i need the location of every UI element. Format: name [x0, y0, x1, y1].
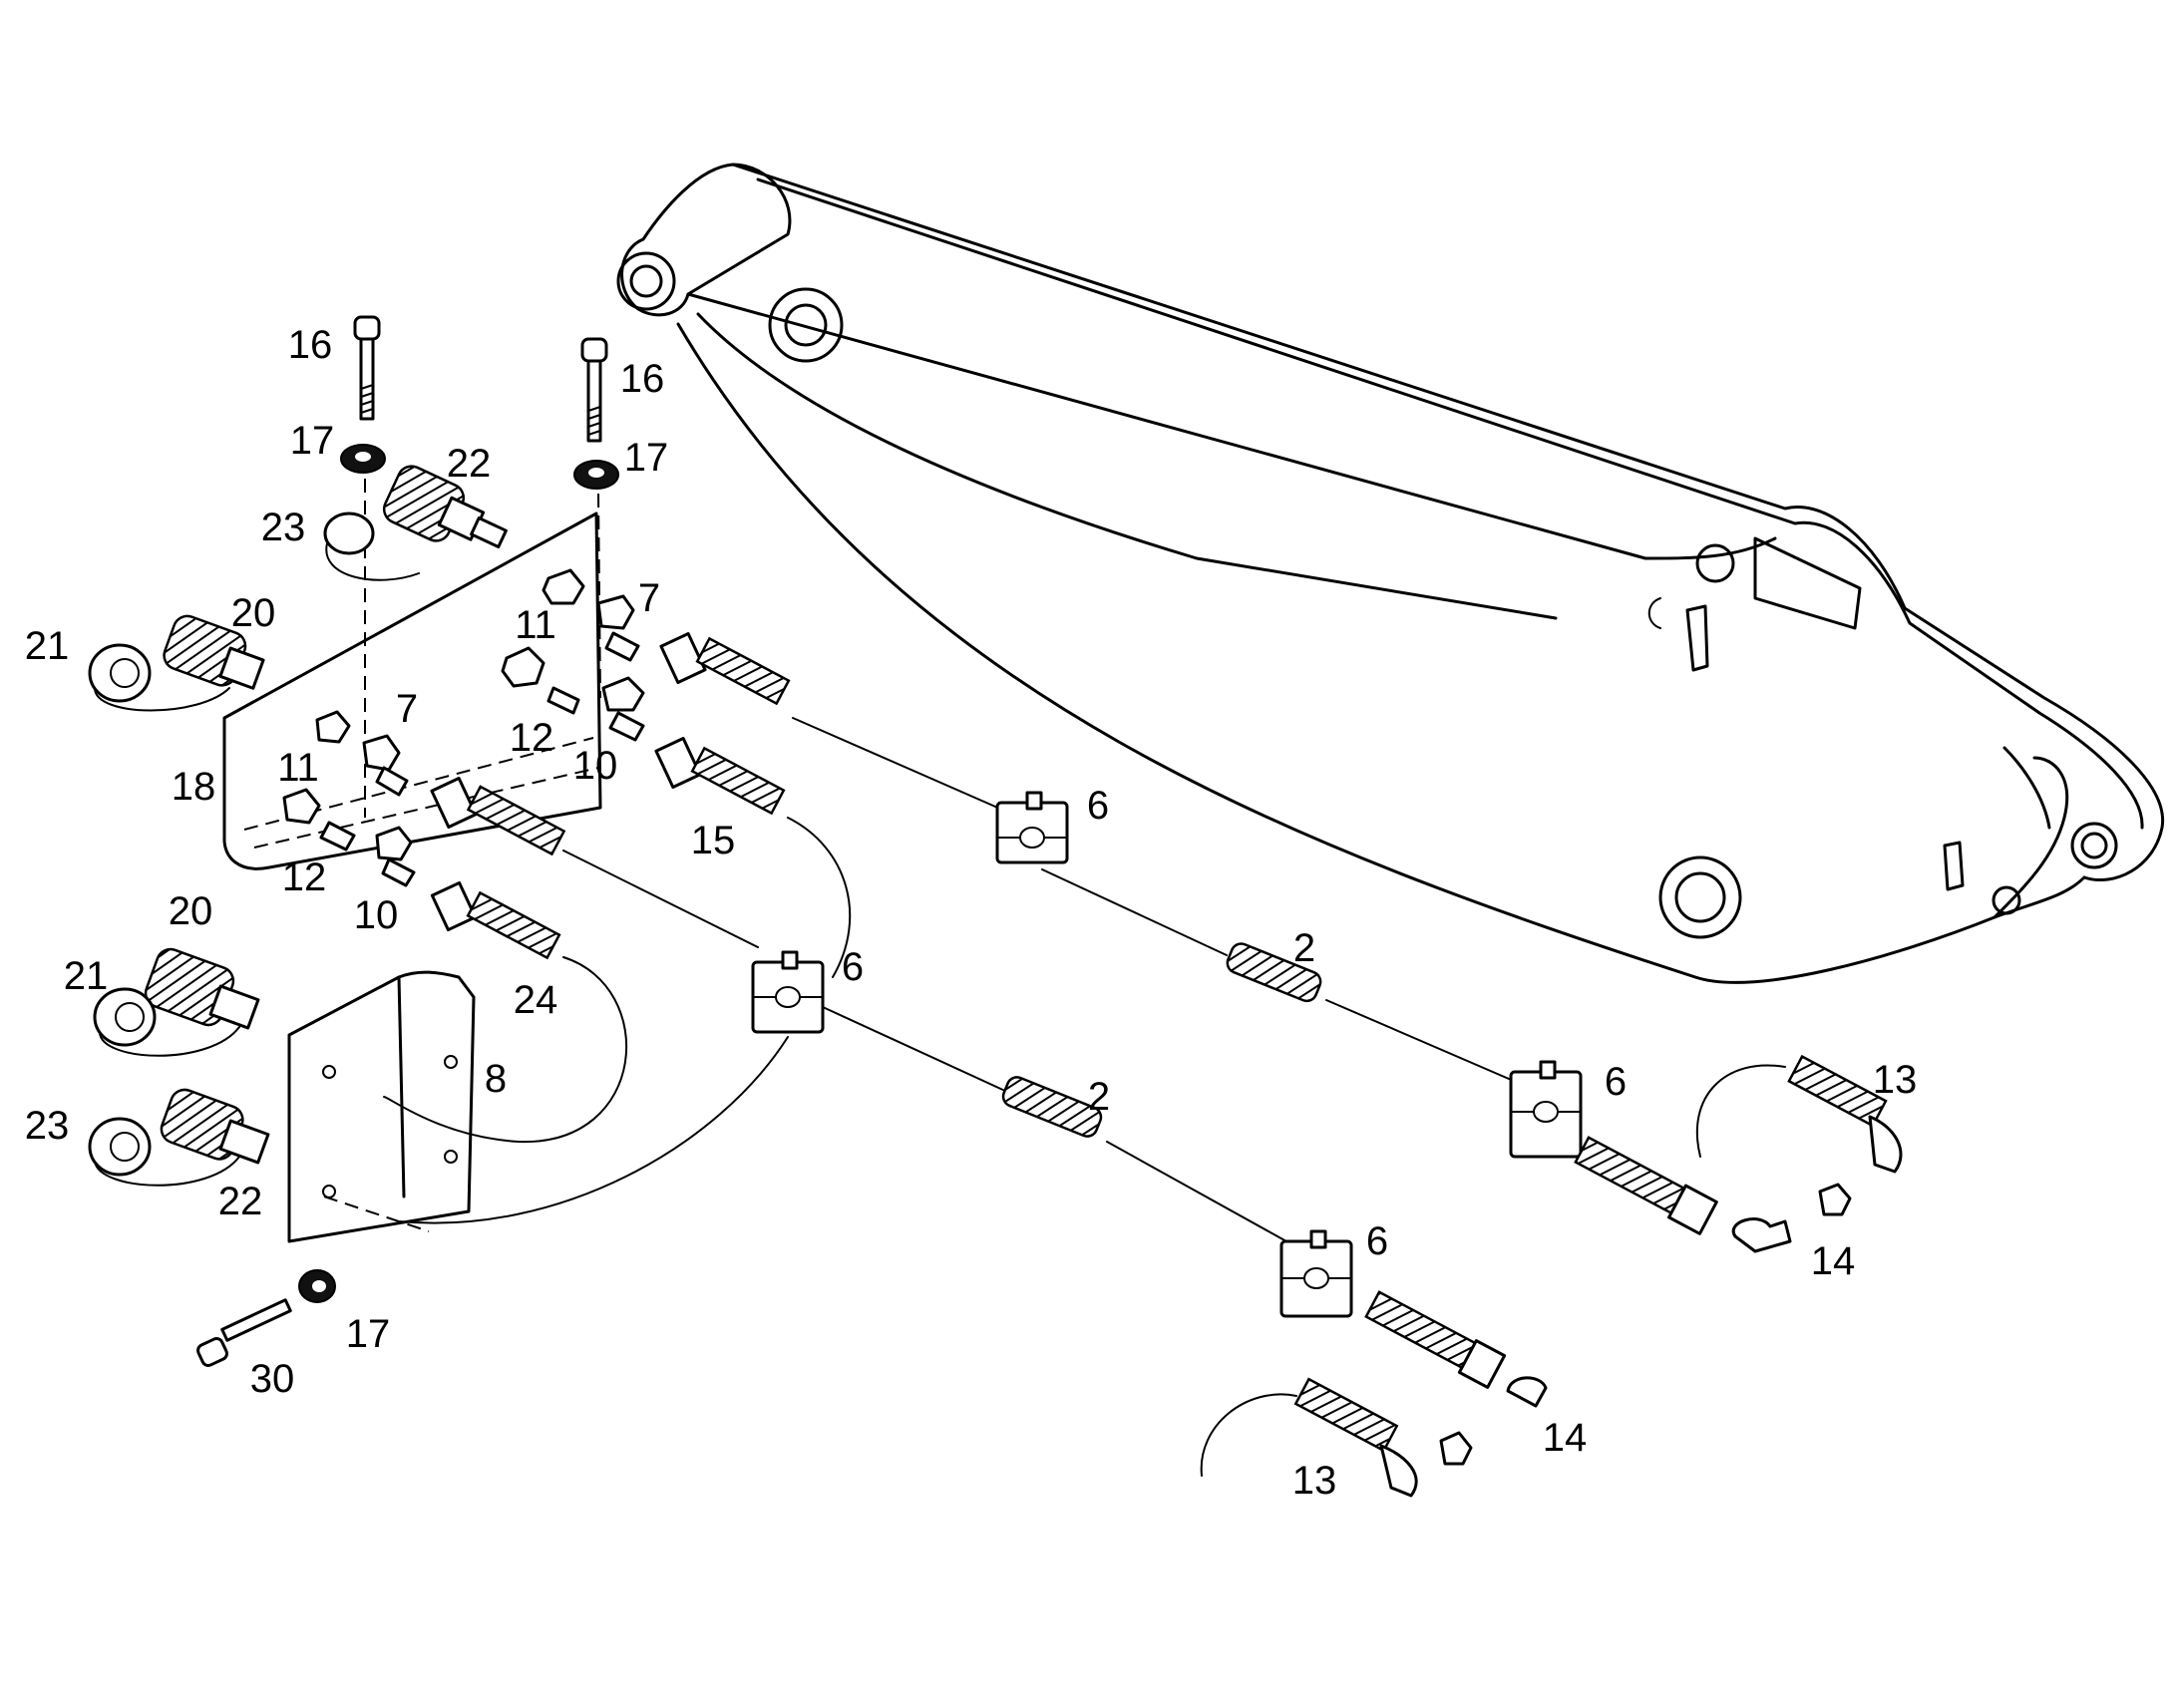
callout-label: 2	[1087, 1075, 1111, 1119]
callout-label: 13	[1872, 1058, 1918, 1102]
hose-sleeve	[1226, 942, 1322, 1003]
callout-label: 21	[24, 624, 70, 668]
bracket	[287, 970, 476, 1243]
callout-label: 24	[513, 978, 558, 1022]
bolt	[353, 315, 381, 421]
callout-label: 2	[1292, 926, 1316, 970]
callout-label: 6	[1604, 1060, 1628, 1104]
quick-coupler	[88, 1088, 270, 1187]
clamp	[1279, 1229, 1353, 1318]
callout-label: 6	[1365, 1219, 1389, 1263]
callout-label: 20	[168, 889, 213, 933]
quick-coupler	[93, 947, 260, 1057]
quick-coupler	[323, 465, 508, 581]
callout-label: 13	[1291, 1459, 1337, 1503]
callout-label: 23	[24, 1104, 70, 1148]
fitting	[282, 568, 645, 887]
clamp	[751, 950, 825, 1034]
callout-label: 6	[841, 945, 865, 989]
callout-label: 7	[637, 576, 661, 620]
callout-label: 10	[572, 744, 618, 788]
hose-sleeve	[1001, 1076, 1103, 1138]
callout-label: 15	[690, 819, 736, 862]
callout-label: 17	[345, 1312, 391, 1356]
mounting-plate	[222, 512, 602, 870]
callout-label: 6	[1086, 784, 1110, 828]
callout-label: 30	[249, 1357, 295, 1401]
callout-label: 20	[230, 591, 276, 635]
callout-label: 22	[446, 442, 492, 486]
callout-label: 11	[277, 746, 319, 790]
bolt	[196, 1269, 336, 1367]
callout-label: 22	[217, 1180, 263, 1223]
callout-label: 11	[515, 603, 556, 647]
callout-label: 17	[289, 419, 335, 463]
callout-label: 21	[63, 954, 109, 998]
callout-label: 10	[353, 893, 399, 937]
bolt	[580, 337, 608, 443]
callout-label: 16	[619, 357, 665, 401]
callout-label: 17	[623, 436, 669, 480]
washer	[340, 444, 619, 490]
callout-label: 7	[395, 687, 419, 731]
callout-label: 8	[484, 1057, 508, 1101]
callout-label: 23	[260, 506, 306, 549]
hose	[430, 632, 791, 960]
boom-arm	[616, 163, 2165, 984]
clamp	[1509, 1060, 1583, 1159]
callout-label: 12	[509, 716, 554, 760]
callout-label: 14	[1810, 1239, 1856, 1283]
callout-label: 18	[171, 765, 216, 809]
quick-coupler	[88, 614, 265, 712]
callout-label: 16	[287, 323, 333, 367]
callout-label: 12	[281, 855, 327, 899]
clamp	[995, 791, 1069, 864]
callout-label: 14	[1542, 1416, 1588, 1460]
hose	[1200, 1054, 1903, 1498]
